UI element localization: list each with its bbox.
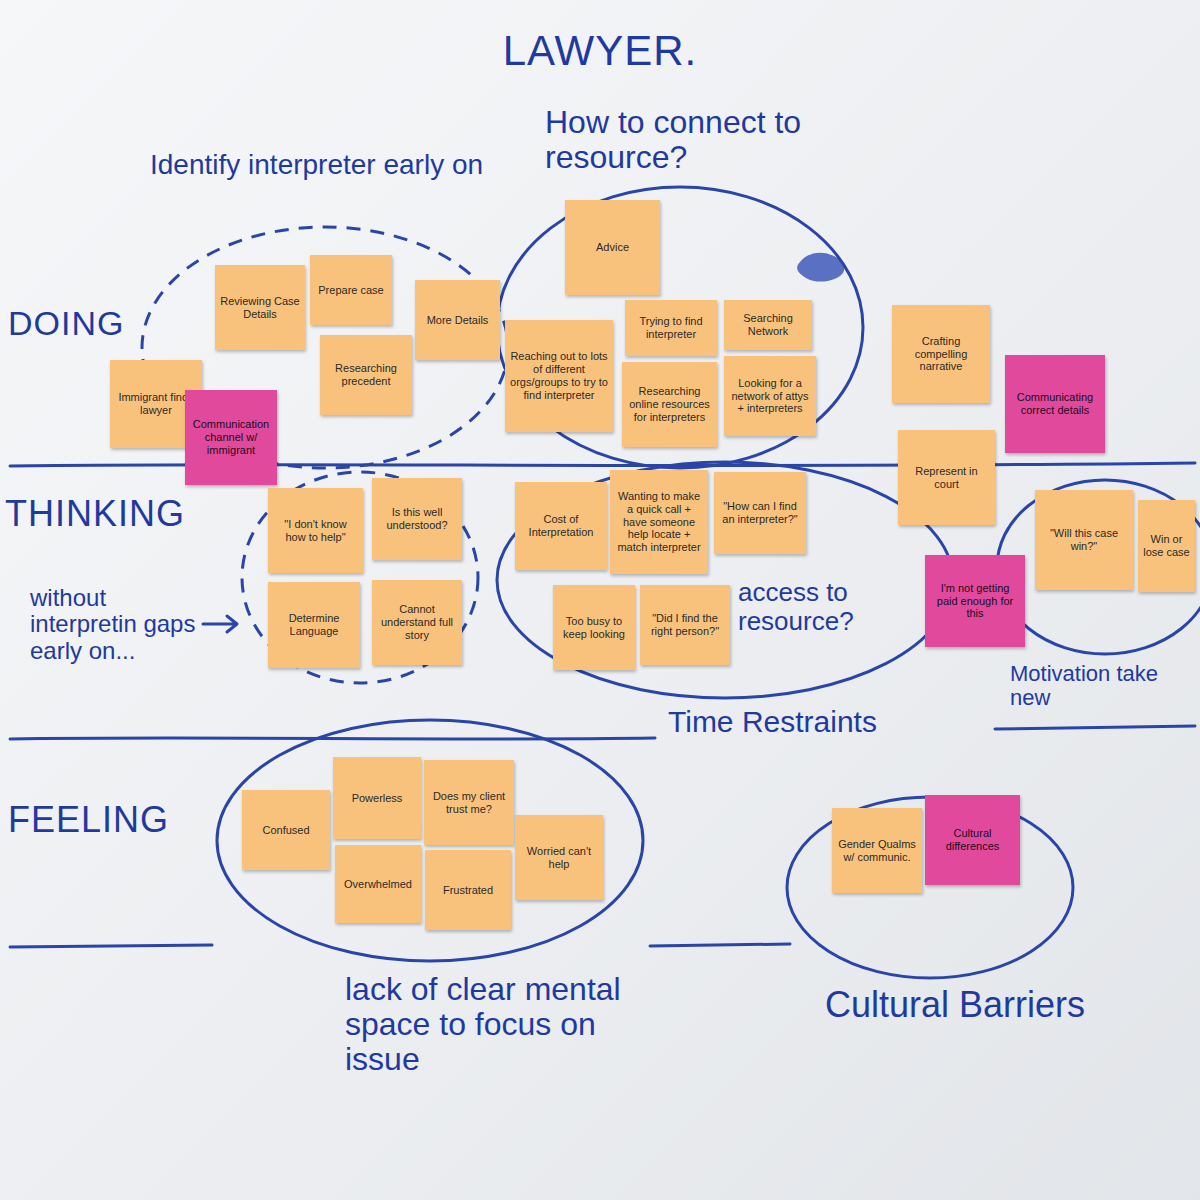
sticky-note: Cannot understand full story: [372, 580, 462, 665]
note-text: "Did I find the right person?": [645, 612, 725, 638]
row-divider: [10, 738, 655, 739]
sticky-note: Researching online resources for interpr…: [622, 362, 717, 447]
row-divider: [995, 726, 1195, 729]
cluster-ellipse: Motivation take new"Will this case win?"…: [995, 478, 1200, 656]
row-label: FEELING: [8, 800, 169, 840]
row-divider: [10, 945, 212, 947]
sticky-note: Reviewing Case Details: [215, 265, 305, 350]
ellipse-line: [242, 472, 478, 683]
sticky-note: Does my client trust me?: [424, 760, 514, 845]
sticky-note: "Will this case win?": [1035, 490, 1133, 590]
sticky-note: "Did I find the right person?": [640, 585, 730, 665]
sticky-note: Crafting compelling narrative: [892, 305, 990, 403]
sticky-note: Reaching out to lots of different orgs/g…: [505, 320, 613, 432]
cluster-ellipse: access to resource?Time RestraintsCost o…: [495, 460, 955, 700]
sticky-note: Too busy to keep looking: [553, 585, 635, 670]
note-text: "I don't know how to help": [273, 518, 358, 544]
cluster-heading: Identify interpreter early on: [150, 150, 490, 181]
note-text: Researching precedent: [325, 362, 407, 388]
cluster-heading: Cultural Barriers: [825, 985, 1095, 1025]
note-text: Cost of Interpretation: [520, 513, 602, 539]
sticky-note: More Details: [415, 280, 500, 360]
note-text: Powerless: [338, 792, 416, 805]
note-text: I'm not getting paid enough for this: [930, 582, 1020, 621]
row-label: THINKING: [5, 494, 185, 534]
note-text: Reaching out to lots of different orgs/g…: [510, 350, 608, 402]
note-text: Frustrated: [430, 884, 506, 897]
cluster-ellipse: How to connect to resource?AdviceTrying …: [495, 185, 865, 470]
cluster-ellipse: without interpretin gaps early on..."I d…: [240, 470, 480, 685]
note-text: Researching online resources for interpr…: [627, 385, 712, 424]
pointer-arrow: [203, 616, 237, 632]
note-text: Determine Language: [273, 612, 355, 638]
cluster-heading: access to resource?: [738, 578, 908, 635]
note-text: Does my client trust me?: [429, 790, 509, 816]
note-text: Too busy to keep looking: [558, 615, 630, 641]
note-text: Represent in court: [903, 465, 990, 491]
note-text: Overwhelmed: [340, 878, 416, 891]
note-text: Prepare case: [315, 284, 387, 297]
ellipse-line: [497, 187, 863, 468]
ellipse-line: [497, 462, 953, 698]
cluster-heading: Motivation take new: [1010, 662, 1190, 710]
note-text: Looking for a network of attys + interpr…: [729, 377, 811, 416]
note-text: Worried can't help: [520, 845, 598, 871]
sticky-note: Represent in court: [898, 430, 995, 525]
cluster-heading: Time Restraints: [668, 705, 988, 738]
pink-sticky-note: I'm not getting paid enough for this: [925, 555, 1025, 647]
sticky-note: Advice: [565, 200, 660, 295]
ellipse-line: [997, 480, 1200, 654]
sticky-note: Frustrated: [425, 850, 511, 930]
sticky-note: Overwhelmed: [335, 845, 421, 923]
sticky-note: Researching precedent: [320, 335, 412, 415]
sticky-note: "I don't know how to help": [268, 488, 363, 573]
note-text: Crafting compelling narrative: [897, 335, 985, 374]
pink-sticky-note: Cultural differences: [925, 795, 1020, 885]
row-label: DOING: [8, 305, 124, 342]
cluster-heading: How to connect to resource?: [545, 105, 885, 175]
note-text: Gender Qualms w/ communic.: [837, 838, 917, 864]
sticky-note: Looking for a network of attys + interpr…: [724, 356, 816, 436]
note-text: Reviewing Case Details: [220, 295, 300, 321]
pink-sticky-note: Communicating correct details: [1005, 355, 1105, 453]
sticky-note: Confused: [242, 790, 330, 870]
note-text: More Details: [420, 314, 495, 327]
sticky-note: Is this well understood?: [372, 478, 462, 560]
sticky-note: Searching Network: [724, 300, 812, 350]
sticky-note: Trying to find interpreter: [625, 300, 717, 356]
ellipse-line: [217, 720, 643, 961]
note-text: Win or lose case: [1143, 533, 1190, 559]
board-title: LAWYER.: [450, 28, 750, 74]
note-text: Confused: [247, 824, 325, 837]
cluster-ellipse: Cultural BarriersGender Qualms w/ commun…: [785, 795, 1075, 980]
note-text: Communicating correct details: [1010, 391, 1100, 417]
row-divider: [650, 944, 790, 946]
cluster-heading: lack of clear mental space to focus on i…: [345, 972, 645, 1078]
note-text: Cannot understand full story: [377, 603, 457, 642]
pink-sticky-note: Communication channel w/ immigrant: [185, 390, 277, 485]
sticky-note: Win or lose case: [1138, 500, 1195, 592]
sticky-note: Prepare case: [310, 255, 392, 325]
note-text: Searching Network: [729, 312, 807, 338]
note-text: Trying to find interpreter: [630, 315, 712, 341]
note-text: Wanting to make a quick call + have some…: [615, 490, 703, 555]
sticky-note: Cost of Interpretation: [515, 482, 607, 570]
sticky-note: "How can I find an interpreter?": [714, 472, 806, 554]
note-text: Advice: [570, 241, 655, 254]
cluster-ellipse: lack of clear mental space to focus on i…: [215, 718, 645, 963]
note-text: Cultural differences: [930, 827, 1015, 853]
sticky-note: Wanting to make a quick call + have some…: [610, 470, 708, 574]
note-text: Is this well understood?: [377, 506, 457, 532]
note-text: Communication channel w/ immigrant: [190, 418, 272, 457]
sticky-note: Gender Qualms w/ communic.: [832, 808, 922, 893]
sticky-note: Worried can't help: [515, 815, 603, 900]
sticky-note: Powerless: [333, 757, 421, 839]
cluster-heading: without interpretin gaps early on...: [30, 585, 200, 664]
sticky-note: Determine Language: [268, 582, 360, 668]
note-text: "How can I find an interpreter?": [719, 500, 801, 526]
note-text: "Will this case win?": [1040, 527, 1128, 553]
